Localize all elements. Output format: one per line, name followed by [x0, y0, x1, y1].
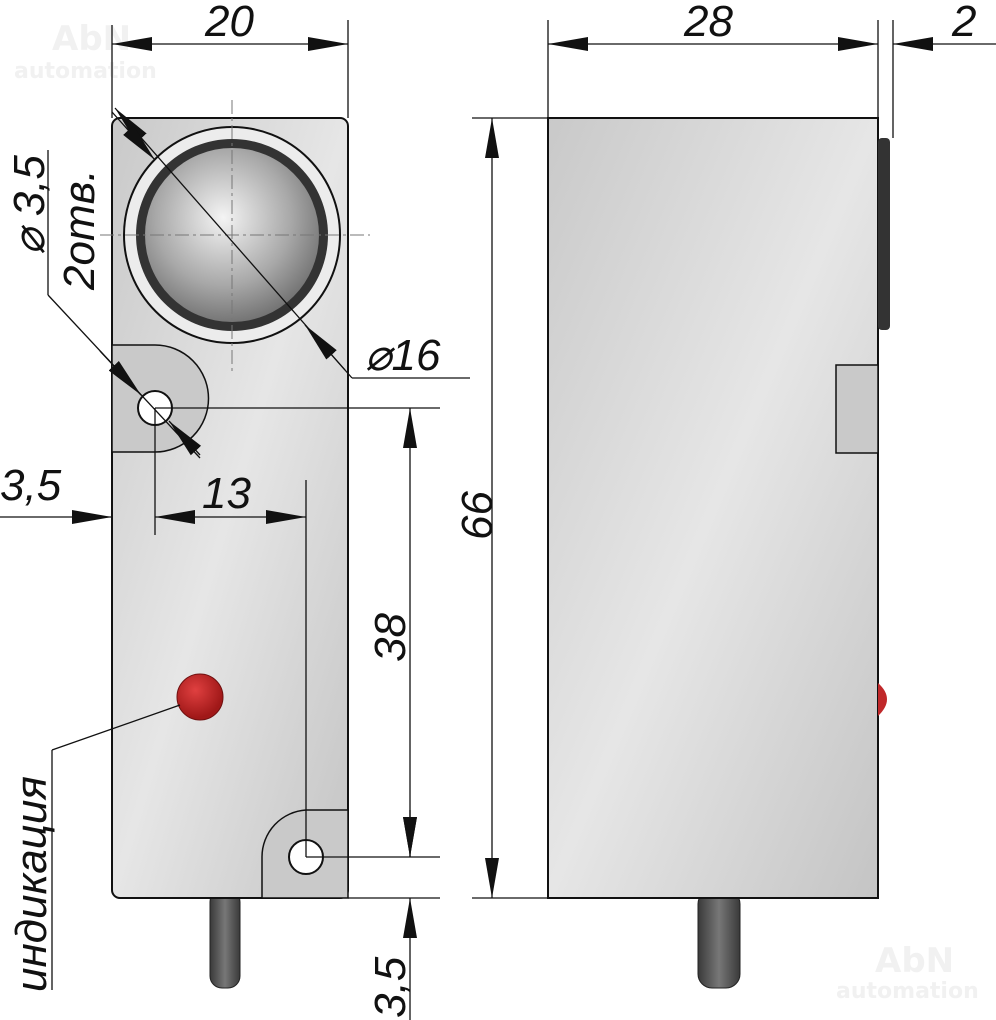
- dimension-bottom-3-5: 3,5: [366, 810, 417, 1020]
- svg-text:3,5: 3,5: [0, 461, 62, 510]
- dimension-width-20: 20: [111, 0, 349, 118]
- front-view: [100, 100, 370, 989]
- dimension-height-66: 66: [453, 117, 548, 899]
- dimension-lens-diameter-16: ⌀16: [111, 107, 470, 380]
- svg-text:automation: automation: [14, 59, 157, 84]
- svg-text:3,5: 3,5: [366, 956, 415, 1018]
- svg-text:13: 13: [202, 469, 251, 518]
- dimension-hole-spacing-13: 13: [155, 469, 306, 524]
- svg-text:2: 2: [951, 0, 976, 46]
- svg-text:AbN: AbN: [52, 19, 131, 59]
- watermark-top: AbN automation: [14, 19, 157, 84]
- led-indicator: [176, 673, 224, 721]
- dimension-hole-spacing-38: 38: [155, 407, 440, 899]
- svg-text:automation: automation: [836, 979, 979, 1004]
- side-body: [547, 117, 879, 899]
- svg-text:38: 38: [366, 613, 415, 662]
- front-cable: [209, 889, 241, 989]
- side-lens-protrusion: [878, 138, 890, 330]
- side-view: [547, 117, 890, 989]
- side-led: [878, 683, 887, 716]
- dimension-hole-diameter: ⌀ 3,5 2отв.: [5, 150, 202, 459]
- watermark-bottom: AbN automation: [836, 941, 979, 1004]
- svg-text:66: 66: [453, 491, 502, 540]
- svg-text:28: 28: [683, 0, 733, 46]
- svg-text:20: 20: [204, 0, 254, 46]
- indicator-callout: индикация: [7, 704, 181, 992]
- dimension-protrusion-2: 2: [893, 0, 996, 51]
- svg-text:индикация: индикация: [7, 776, 56, 992]
- svg-text:⌀16: ⌀16: [365, 331, 441, 380]
- dimension-depth-28: 28: [547, 0, 894, 138]
- svg-text:⌀ 3,5: ⌀ 3,5: [5, 155, 54, 255]
- svg-text:AbN: AbN: [875, 941, 954, 981]
- svg-text:2отв.: 2отв.: [55, 169, 104, 291]
- side-mounting-tab: [835, 364, 879, 454]
- side-cable: [697, 889, 741, 989]
